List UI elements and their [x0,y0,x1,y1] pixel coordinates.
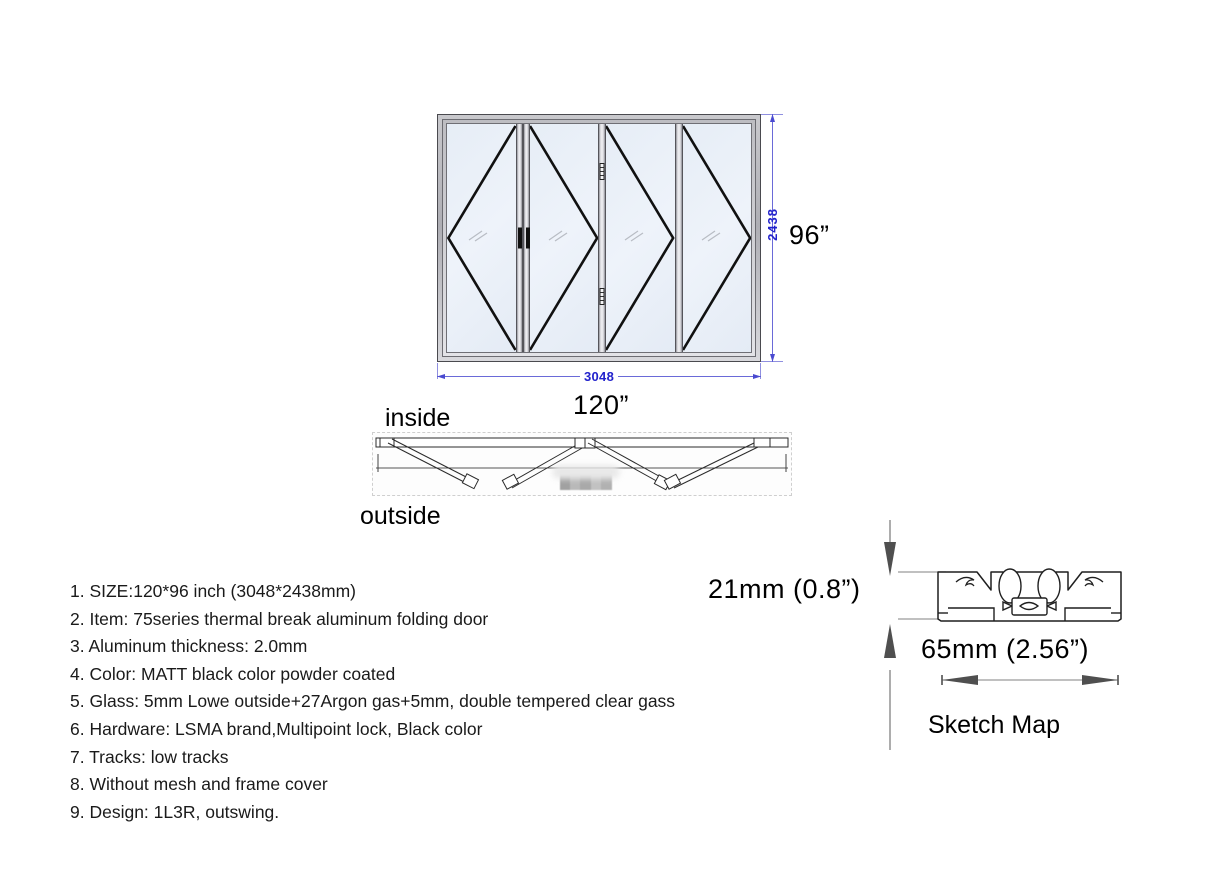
glass-reflection-streak [624,230,644,242]
meeting-stile-left [515,124,523,352]
door-panel-2[interactable] [529,124,599,352]
spec-item: 2. Item: 75series thermal break aluminum… [70,608,489,629]
extension-line-left [437,363,438,379]
spec-item: 1. SIZE:120*96 inch (3048*2438mm) [70,581,356,601]
height-dimension-arrows [770,114,775,362]
width-dimension-inch: 120” [573,390,630,420]
height-dimension-mm: 2438 [765,208,780,241]
door-handle-left[interactable] [517,227,522,249]
height-dimension-line [772,114,773,362]
spec-item: 4. Color: MATT black color powder coated [70,663,396,684]
height-dimension-inch: 96” [789,220,830,250]
plan-label-inside: inside [385,404,451,432]
door-panel-3[interactable] [606,124,675,352]
spec-item: 3. Aluminum thickness: 2.0mm [70,636,308,657]
door-panels-container [446,123,752,353]
spec-item: 5. Glass: 5mm Lowe outside+27Argon gas+5… [70,691,676,712]
glass-reflection-streak [468,230,488,242]
swing-direction-chevron-2 [530,124,599,352]
profile-width-label: 65mm (2.56”) [921,634,1090,664]
glass-reflection-streak [701,230,720,242]
swing-direction-chevron-1 [447,124,516,352]
width-dimension-mm: 3048 [580,370,619,383]
spec-item: 7. Tracks: low tracks [70,746,229,767]
profile-cross-section [884,520,1122,750]
spec-item: 8. Without mesh and frame cover [70,774,328,795]
door-elevation-view [437,114,761,362]
door-panel-4[interactable] [682,124,752,352]
profile-height-label: 21mm (0.8”) [708,574,861,604]
hinge-icon [599,288,605,306]
plan-label-outside: outside [360,502,441,530]
redacted-watermark [560,470,612,490]
door-panel-1[interactable] [447,124,516,352]
width-dimension-arrows [437,374,761,379]
spec-item: 6. Hardware: LSMA brand,Multipoint lock,… [70,718,483,739]
hinge-icon [599,162,605,180]
hinge-stile-right [674,124,683,352]
specification-list: 1. SIZE:120*96 inch (3048*2438mm) 2. Ite… [70,578,770,826]
extension-line-right [760,363,761,379]
swing-direction-chevron-4 [683,124,752,352]
glass-reflection-streak [548,230,567,242]
plan-fold-diagram [375,437,789,491]
sketch-map-title: Sketch Map [928,711,1061,739]
swing-direction-chevron-3 [606,124,675,352]
meeting-stile-right [522,124,530,352]
spec-item: 9. Design: 1L3R, outswing. [70,801,280,822]
hinge-stile-center [598,124,606,352]
sketch-map-view [860,520,1200,750]
door-handle-right[interactable] [525,227,530,249]
